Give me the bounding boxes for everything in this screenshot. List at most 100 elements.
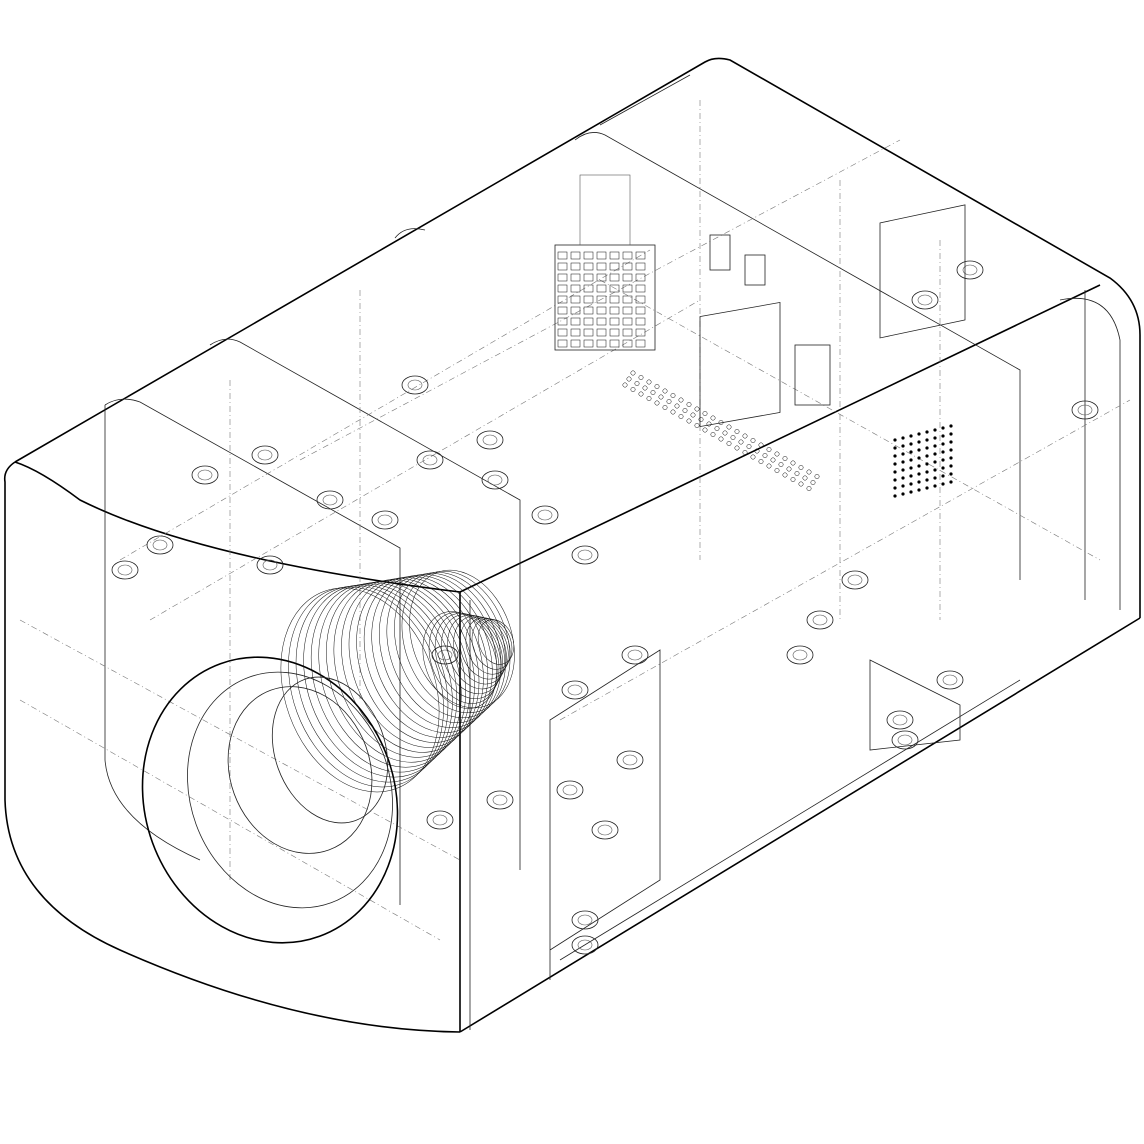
pin — [630, 387, 636, 392]
hole-inner — [577, 549, 593, 561]
lens-rim — [187, 671, 393, 909]
component — [622, 339, 633, 348]
hidden-line — [19, 619, 461, 861]
hole-inner — [597, 824, 613, 836]
pin — [658, 394, 664, 400]
lens-ring — [326, 581, 466, 763]
board — [699, 301, 781, 428]
component — [557, 262, 568, 271]
component — [609, 306, 620, 315]
bga-ball — [941, 482, 945, 486]
hidden-line — [149, 299, 701, 621]
bga-ball — [917, 432, 921, 436]
hole-inner — [792, 649, 808, 661]
hole — [111, 560, 139, 580]
component — [557, 284, 568, 293]
hole — [556, 780, 584, 800]
pin — [706, 421, 712, 427]
hole — [371, 510, 399, 530]
hidden-line — [559, 399, 1131, 721]
hole-inner — [482, 434, 498, 446]
pin — [710, 432, 716, 437]
component — [570, 295, 581, 304]
pin — [678, 397, 684, 403]
pin — [670, 409, 676, 415]
pin — [638, 391, 644, 397]
component — [622, 317, 633, 326]
bga-ball — [917, 472, 921, 476]
hole — [426, 810, 454, 830]
hole-inner — [897, 734, 913, 746]
bga-ball — [933, 468, 937, 472]
hole-inner — [962, 264, 978, 276]
bga-ball — [933, 428, 937, 432]
component — [596, 339, 607, 348]
bga-ball — [933, 444, 937, 448]
component — [557, 251, 568, 260]
bga-ball — [901, 460, 905, 464]
hole — [561, 680, 589, 700]
lens-element — [441, 613, 503, 695]
lens-element — [453, 615, 507, 685]
hole — [191, 465, 219, 485]
component — [570, 284, 581, 293]
pin — [710, 415, 716, 421]
component — [570, 273, 581, 282]
pin — [646, 379, 652, 385]
component — [557, 317, 568, 326]
hole-inner — [1077, 404, 1093, 416]
lens-ring — [348, 578, 480, 748]
hole — [571, 545, 599, 565]
hole-inner — [847, 574, 863, 586]
hole-inner — [627, 649, 643, 661]
bga-ball — [909, 490, 913, 494]
lens-ring — [333, 580, 471, 758]
lens-element — [471, 618, 513, 670]
bga-ball — [909, 450, 913, 454]
component — [557, 306, 568, 315]
pin — [654, 384, 660, 389]
hole-inner — [917, 294, 933, 306]
lens-element — [428, 612, 500, 704]
component — [635, 339, 646, 348]
component — [596, 295, 607, 304]
bga-ball — [941, 466, 945, 470]
bga-ball — [893, 438, 897, 442]
bga-ball — [933, 452, 937, 456]
component — [583, 284, 594, 293]
hole — [401, 375, 429, 395]
bga-ball — [941, 474, 945, 478]
pin — [638, 375, 644, 380]
bga-ball — [893, 470, 897, 474]
hole — [956, 260, 984, 280]
pin — [790, 460, 796, 466]
mounting-holes — [111, 260, 1099, 955]
bga-ball — [893, 446, 897, 450]
component — [622, 284, 633, 293]
bga-ball — [917, 464, 921, 468]
pin — [802, 475, 808, 481]
hole — [891, 730, 919, 750]
lens-assembly — [141, 569, 515, 944]
bga-ball — [949, 432, 953, 436]
hidden-line — [599, 279, 1101, 561]
hole — [886, 710, 914, 730]
component — [583, 295, 594, 304]
chip — [709, 234, 731, 271]
component — [557, 328, 568, 337]
lens-rim — [271, 676, 389, 824]
board — [579, 174, 631, 246]
hole — [936, 670, 964, 690]
lens-element — [447, 614, 505, 690]
board — [554, 244, 656, 351]
component — [622, 306, 633, 315]
lens-ring — [318, 582, 462, 768]
component — [609, 251, 620, 260]
pin — [654, 400, 660, 406]
hole-inner — [942, 674, 958, 686]
component — [583, 273, 594, 282]
hole — [621, 645, 649, 665]
pin — [674, 403, 680, 409]
pin — [786, 466, 792, 472]
bga-ball — [901, 476, 905, 480]
